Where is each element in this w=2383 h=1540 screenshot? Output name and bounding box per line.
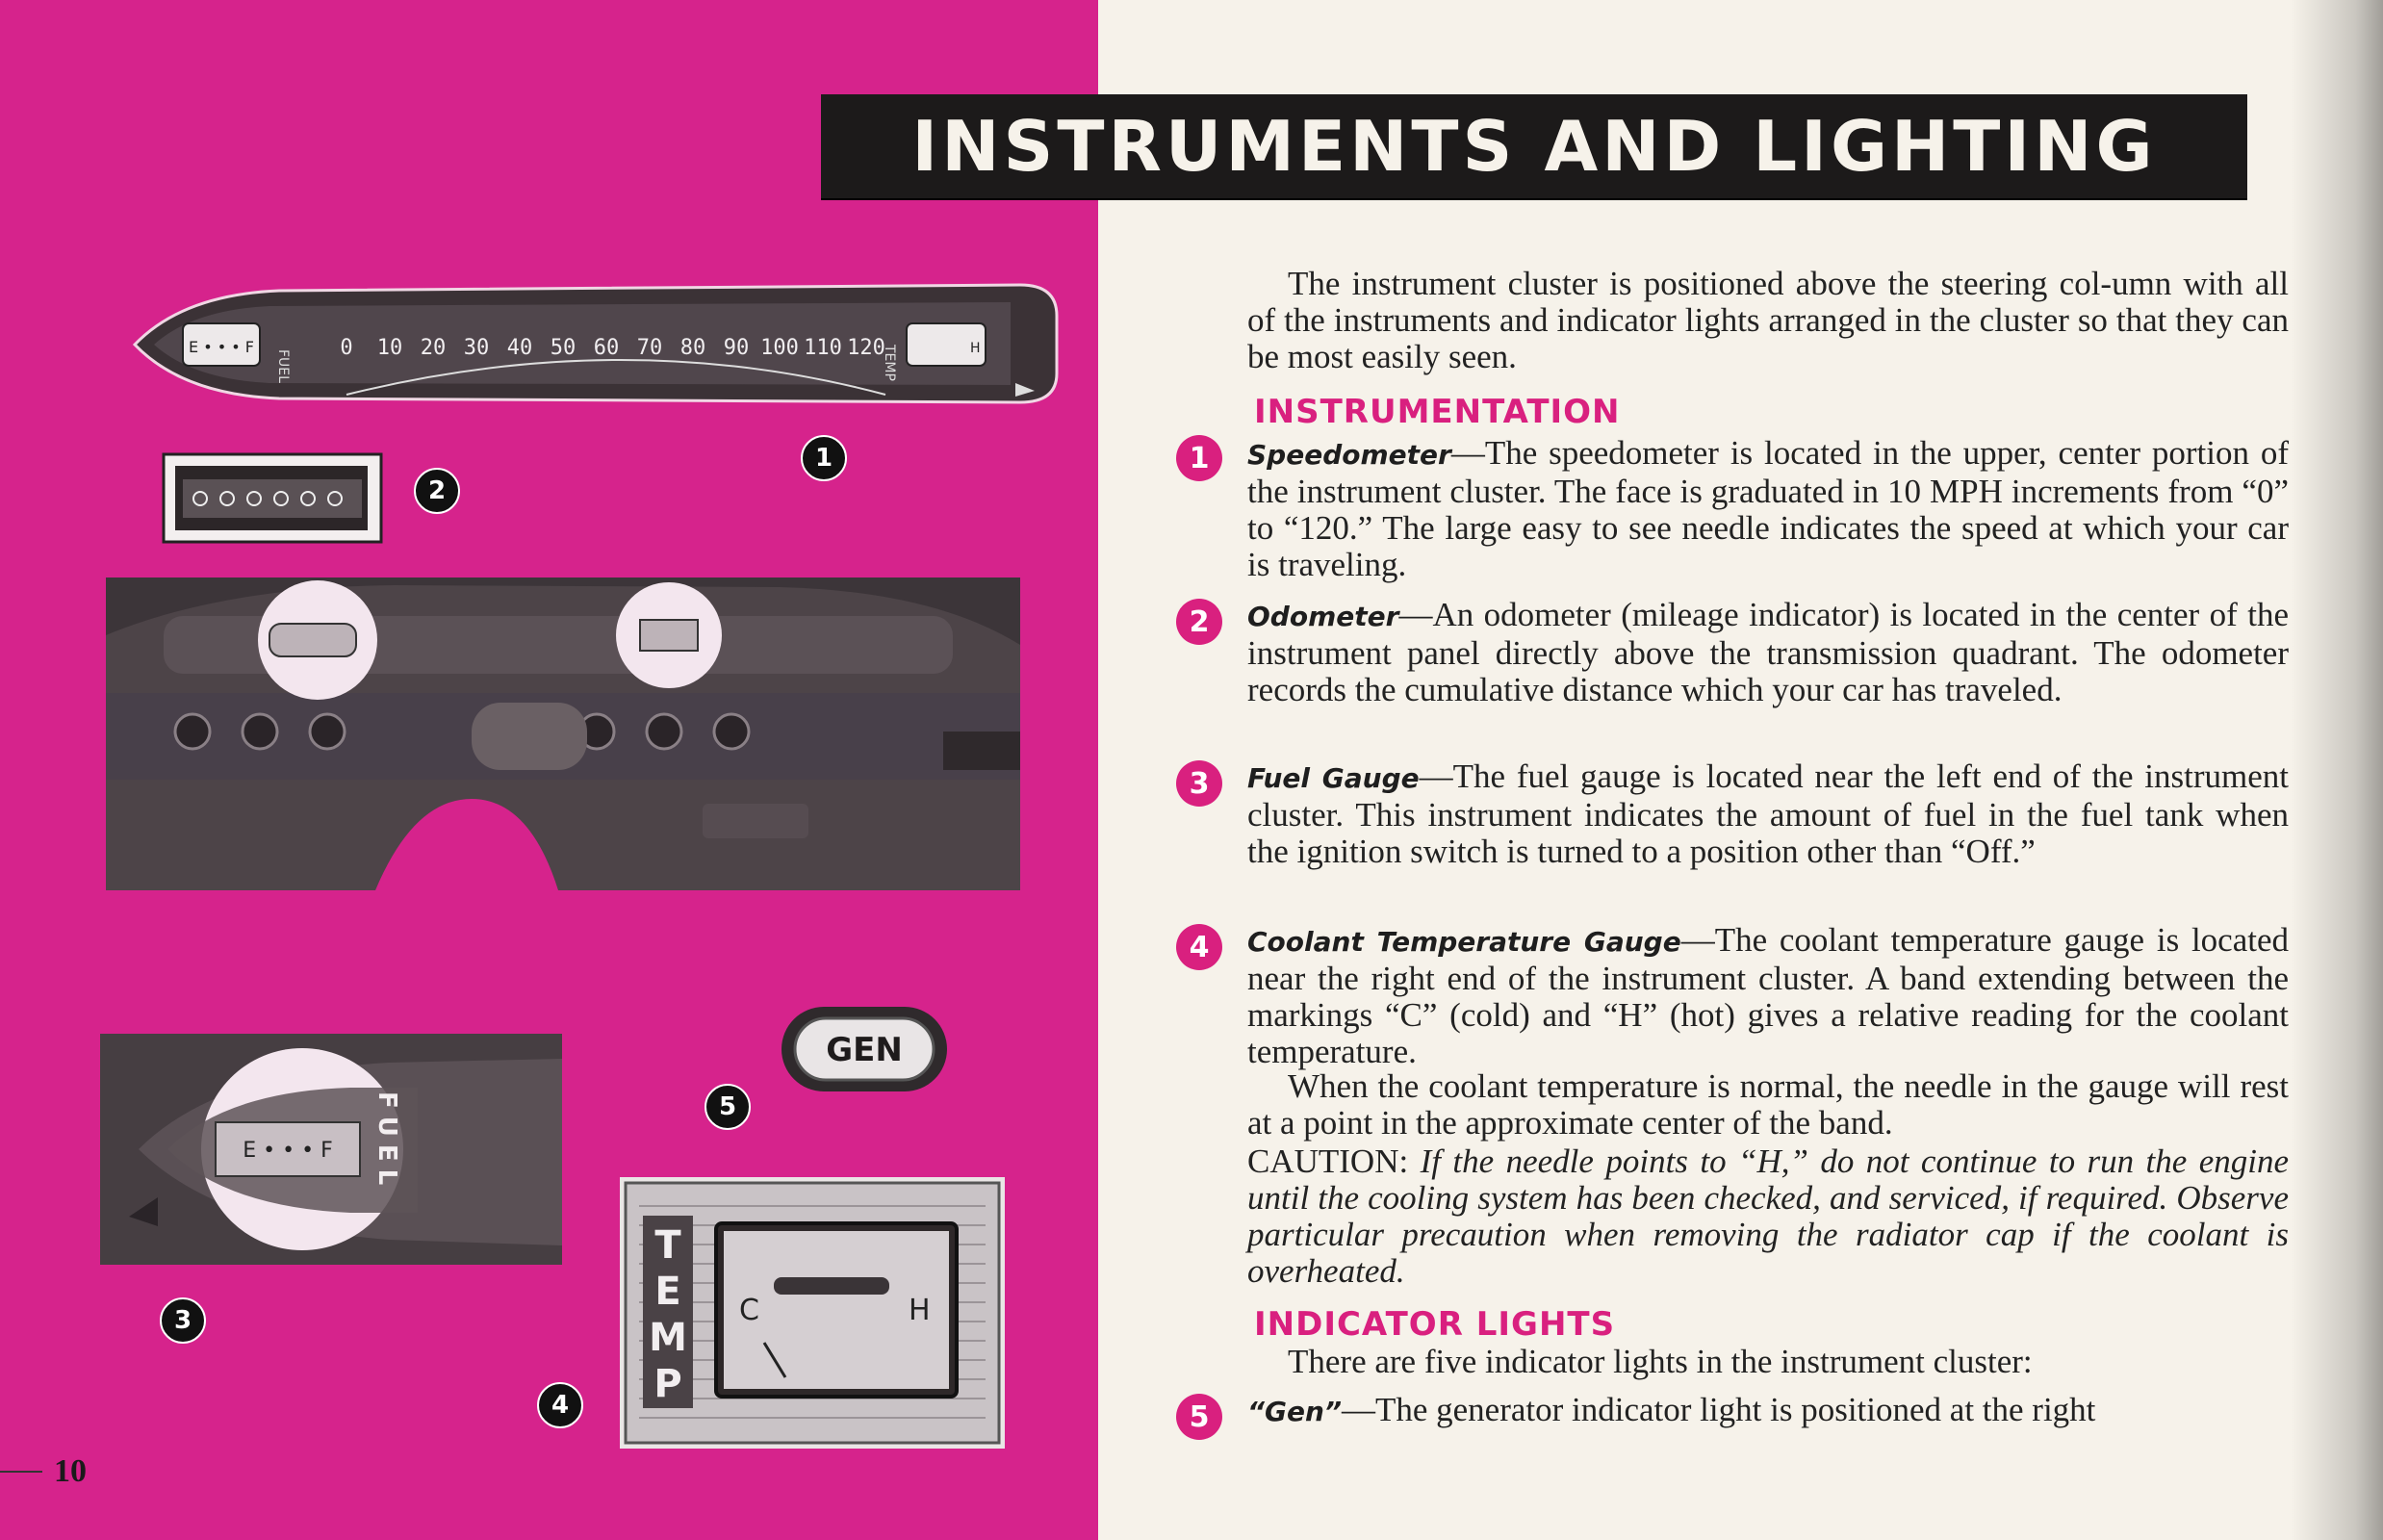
item-text: The generator indicator light is positio… xyxy=(1374,1391,2096,1428)
title-banner: INSTRUMENTS AND LIGHTING xyxy=(821,94,2247,198)
item-speedometer: Speedometer—The speedometer is located i… xyxy=(1247,434,2289,583)
item-number-1: 1 xyxy=(1176,435,1222,481)
heading-instrumentation: INSTRUMENTATION xyxy=(1254,393,1621,431)
item-coolant-gauge: Coolant Temperature Gauge—The coolant te… xyxy=(1247,921,2289,1070)
heading-indicator-lights: INDICATOR LIGHTS xyxy=(1254,1305,1616,1344)
speedo-mark: 90 xyxy=(724,336,750,360)
speedo-mark: 110 xyxy=(804,336,842,360)
gen-light-figure: GEN xyxy=(782,1007,947,1091)
odometer-figure xyxy=(162,452,383,544)
dashboard-photo xyxy=(106,578,1020,890)
svg-text:P: P xyxy=(653,1362,681,1406)
item-title: Speedometer xyxy=(1247,439,1451,471)
fuel-scale-mini: E • • • F xyxy=(189,338,254,356)
speedo-mark: 70 xyxy=(637,336,663,360)
fuel-label-photo: FUEL xyxy=(372,1091,401,1193)
fuel-label-mini: FUEL xyxy=(275,349,291,383)
item-title: “Gen” xyxy=(1247,1396,1342,1427)
item-number-4: 4 xyxy=(1176,924,1222,970)
speedo-mark: 30 xyxy=(464,336,490,360)
item-title: Fuel Gauge xyxy=(1247,762,1420,794)
item-odometer: Odometer—An odometer (mileage indicator)… xyxy=(1247,596,2289,708)
speedo-mark: 0 xyxy=(340,336,352,360)
fuel-scale-photo: E • • • F xyxy=(243,1139,332,1163)
callout-5: 5 xyxy=(705,1084,751,1130)
item-number-5: 5 xyxy=(1176,1394,1222,1440)
item-text: The fuel gauge is located near the left … xyxy=(1247,757,2290,870)
intro-paragraph: The instrument cluster is positioned abo… xyxy=(1247,265,2289,375)
item-fuel-gauge: Fuel Gauge—The fuel gauge is located nea… xyxy=(1247,757,2290,870)
callout-3: 3 xyxy=(160,1297,206,1344)
caution-text: If the needle points to “H,” do not cont… xyxy=(1247,1142,2289,1290)
item-title: Coolant Temperature Gauge xyxy=(1247,926,1681,958)
speedo-mark: 120 xyxy=(847,336,885,360)
temp-gauge-photo: T E M P C H xyxy=(620,1177,1005,1449)
speedo-mark: 60 xyxy=(594,336,620,360)
caution-label: CAUTION: xyxy=(1247,1142,1409,1180)
gen-label: GEN xyxy=(826,1031,903,1069)
right-page-text xyxy=(1098,0,2383,1540)
svg-text:T: T xyxy=(654,1223,681,1268)
item-number-3: 3 xyxy=(1176,760,1222,807)
speedo-mark: 20 xyxy=(421,336,447,360)
page-title: INSTRUMENTS AND LIGHTING xyxy=(911,106,2157,187)
item-number-2: 2 xyxy=(1176,599,1222,645)
speedo-mark: 80 xyxy=(680,336,706,360)
caution-paragraph: CAUTION: If the needle points to “H,” do… xyxy=(1247,1143,2289,1290)
callout-4: 4 xyxy=(537,1382,583,1428)
temp-c-mark: C xyxy=(739,1294,759,1327)
page-number: 10 xyxy=(54,1453,87,1489)
item-text: An odometer (mileage indicator) is locat… xyxy=(1247,596,2289,708)
temp-label-mini: TEMP xyxy=(882,344,897,381)
svg-text:H: H xyxy=(970,341,981,356)
binding-shadow xyxy=(2291,0,2383,1540)
speedo-mark: 100 xyxy=(760,336,799,360)
callout-2: 2 xyxy=(414,468,460,514)
item-title: Odometer xyxy=(1247,601,1399,632)
svg-text:E: E xyxy=(654,1270,680,1314)
speedo-mark: 50 xyxy=(551,336,577,360)
speedo-mark: 40 xyxy=(507,336,533,360)
item-text: The speedometer is located in the upper,… xyxy=(1247,434,2289,583)
temp-h-mark: H xyxy=(909,1294,931,1327)
item-text: The coolant temperature gauge is located… xyxy=(1247,921,2289,1070)
indicator-intro: There are five indicator lights in the i… xyxy=(1288,1343,2033,1380)
item-gen: “Gen”—The generator indicator light is p… xyxy=(1247,1391,2096,1428)
page-number-rule xyxy=(0,1471,42,1473)
fuel-gauge-photo: E • • • F FUEL xyxy=(100,1034,562,1265)
coolant-note: When the coolant temperature is normal, … xyxy=(1247,1067,2289,1142)
callout-1: 1 xyxy=(801,435,847,481)
svg-text:M: M xyxy=(649,1316,687,1360)
speedo-mark: 10 xyxy=(377,336,403,360)
